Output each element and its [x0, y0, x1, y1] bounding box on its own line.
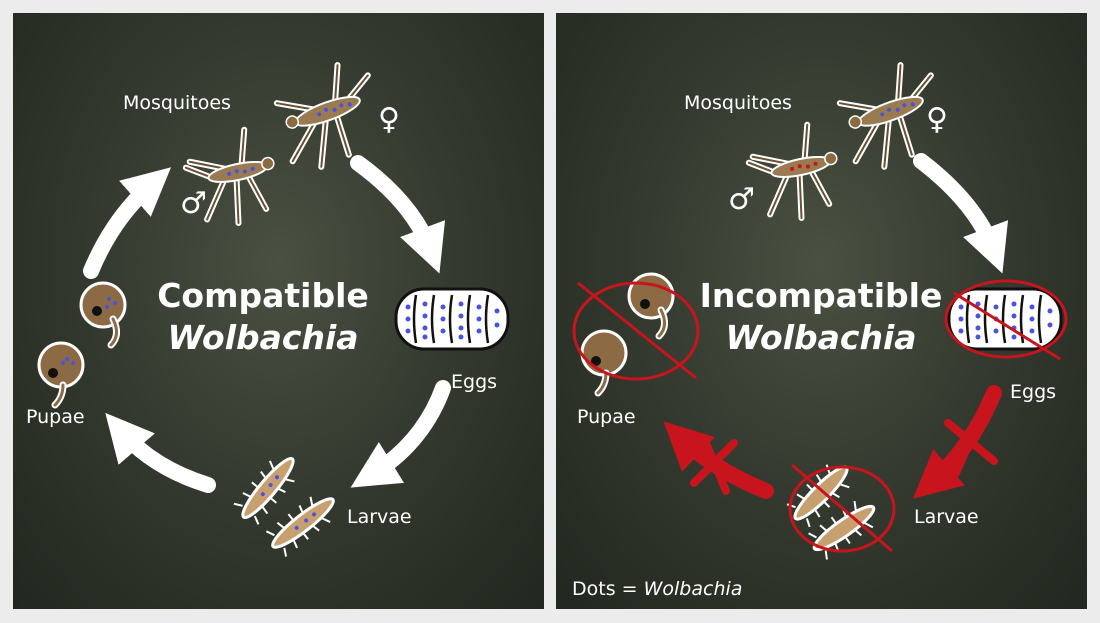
incompatible-title: Incompatible Wolbachia	[696, 275, 946, 359]
compatible-panel: Mosquitoes ♀ ♂ Eggs Larvae Pupae Compati…	[13, 13, 544, 609]
mosquitoes-label: Mosquitoes	[684, 92, 792, 114]
incompatible-cycle-diagram	[572, 62, 1068, 560]
prohibition-icon	[944, 279, 1068, 361]
male-mosquito-icon	[182, 126, 275, 226]
male-symbol: ♂	[180, 186, 207, 221]
mosquitoes-label: Mosquitoes	[123, 92, 231, 114]
larva-icon	[265, 496, 335, 557]
legend-term: Wolbachia	[643, 578, 743, 600]
larvae-label: Larvae	[347, 506, 412, 528]
eggs-label: Eggs	[451, 371, 498, 393]
pupae-label: Pupae	[577, 406, 636, 428]
larvae-label: Larvae	[914, 506, 979, 528]
wolbachia-legend: Dots = Wolbachia	[572, 578, 742, 600]
legend-prefix: Dots =	[572, 578, 644, 600]
pupae-label: Pupae	[26, 406, 85, 428]
cross-mark-icon	[944, 401, 998, 477]
eggs-label: Eggs	[1010, 381, 1057, 403]
prohibition-icon	[572, 281, 700, 381]
pupa-icon	[79, 281, 127, 349]
pupa-icon	[37, 341, 85, 409]
arrow-mosquitoes-to-eggs	[913, 153, 1009, 274]
arrow-eggs-to-larvae	[350, 380, 451, 488]
larva-icon	[233, 456, 295, 525]
female-symbol: ♀	[926, 102, 948, 137]
prohibition-icon	[788, 463, 896, 553]
female-symbol: ♀	[378, 102, 400, 137]
male-symbol: ♂	[728, 182, 755, 217]
compatible-cycle-diagram	[37, 62, 510, 557]
female-mosquito-icon	[273, 62, 371, 170]
compatible-title: Compatible Wolbachia	[143, 275, 383, 359]
pupa-icon	[627, 272, 675, 340]
title-line-1: Compatible	[157, 276, 369, 315]
arrow-larvae-to-pupae	[105, 412, 216, 493]
title-line-2: Wolbachia	[167, 318, 359, 357]
eggs-icon	[394, 287, 510, 351]
larva-icon	[808, 500, 876, 560]
eggs-icon	[947, 287, 1063, 351]
female-mosquito-icon	[836, 62, 934, 170]
title-line-2: Wolbachia	[725, 318, 917, 357]
arrow-pupae-to-mosquitoes	[83, 167, 172, 279]
arrow-mosquitoes-to-eggs	[350, 155, 446, 274]
male-mosquito-icon	[745, 121, 838, 221]
cross-mark-icon	[690, 434, 738, 495]
incompatible-panel: Mosquitoes ♀ ♂ Eggs Larvae Pupae Incompa…	[556, 13, 1087, 609]
title-line-1: Incompatible	[699, 276, 943, 315]
